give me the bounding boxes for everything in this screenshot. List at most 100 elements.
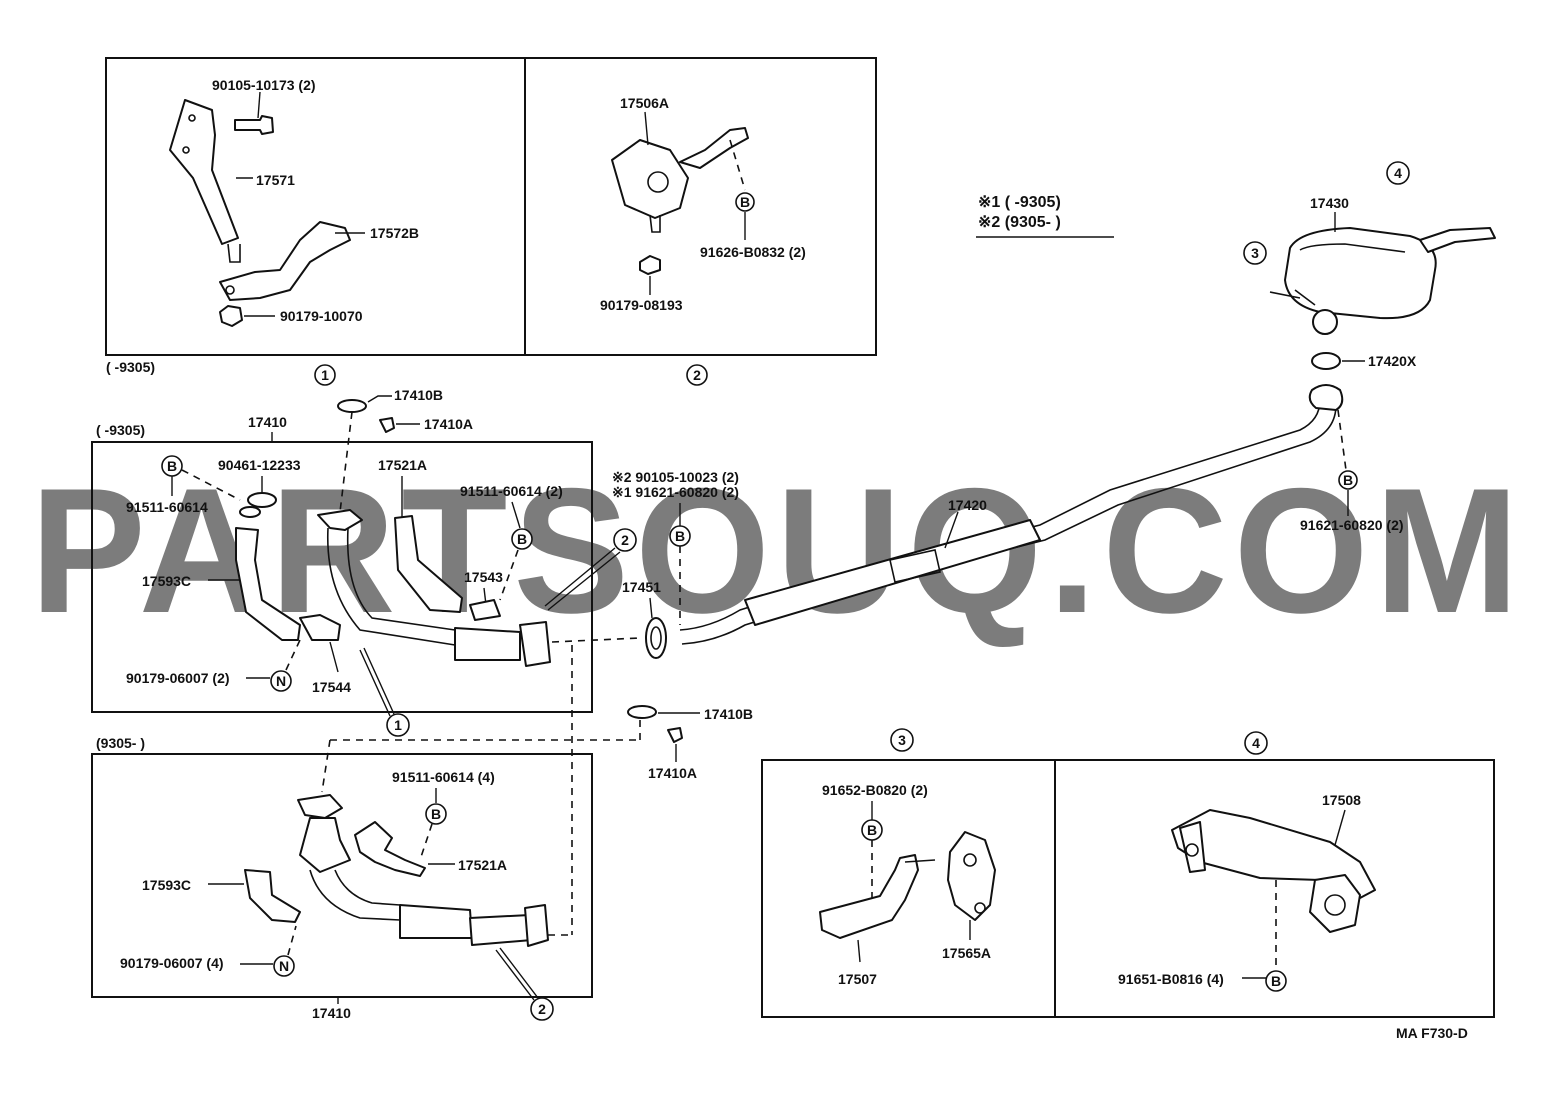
part-label-x1-91621-60820: ※1 91621-60820 (2): [612, 484, 739, 500]
panel-key-3: [890, 728, 914, 752]
legend-mark-1: ※1 ( -9305): [978, 194, 1061, 211]
panel-upper-pipe-box: [91, 441, 593, 713]
key-1-upper-text: 1: [394, 717, 402, 733]
part-label-17544: 17544: [312, 679, 351, 695]
gasket-17410B-upper: [337, 399, 367, 413]
key-4-muffler-text: 4: [1394, 165, 1402, 181]
grommet-90461-12233: [239, 492, 277, 518]
part-label-90179-06007-4: 90179-06007 (4): [120, 955, 224, 971]
part-label-17410-lower: 17410: [312, 1005, 351, 1021]
part-label-17506A: 17506A: [620, 95, 669, 111]
key-4-muffler: [1386, 161, 1410, 185]
callout-b-lower: [425, 803, 447, 825]
heat-insulator-17521A-lower: [354, 821, 426, 877]
key-2-upper: [613, 528, 637, 552]
callout-b-17506A: [735, 192, 755, 212]
callout-n-upper-text: N: [276, 673, 286, 689]
callout-b-upper-right-text: B: [517, 531, 527, 547]
lower-range-label: (9305- ): [96, 735, 145, 751]
gasket-17451: [645, 617, 667, 659]
panel-lower-pipe-box: [91, 753, 593, 998]
part-label-17571: 17571: [256, 172, 295, 188]
center-pipe-17420: [679, 384, 1344, 645]
hanger-17565A: [947, 831, 996, 921]
muffler-17430: [1269, 227, 1496, 335]
key-3-muffler: [1243, 241, 1267, 265]
part-label-17565A: 17565A: [942, 945, 991, 961]
panel-key-3-text: 3: [898, 732, 906, 748]
nut-90179-08193: [639, 255, 661, 275]
callout-n-lower: [273, 955, 295, 977]
part-label-17410B-upper: 17410B: [394, 387, 443, 403]
panel-key-2-text: 2: [693, 367, 701, 383]
bracket-17571: [169, 99, 241, 263]
callout-b-17508: [1265, 970, 1287, 992]
bracket-17507: [819, 854, 936, 939]
part-label-17420X: 17420X: [1368, 353, 1417, 369]
front-pipe-17410-upper: [317, 509, 551, 667]
part-label-17543: 17543: [464, 569, 503, 585]
front-pipe-17410-lower: [297, 794, 549, 947]
part-label-17521A-lower: 17521A: [458, 857, 507, 873]
key-2-upper-text: 2: [621, 532, 629, 548]
gasket-17410B-lower: [627, 705, 657, 719]
callout-b-text: B: [740, 194, 750, 210]
callout-b-pipe-text: B: [1343, 472, 1353, 488]
nut-17410A-lower: [667, 727, 683, 743]
legend-mark-2: ※2 (9305- ): [978, 214, 1061, 231]
key-2-lower-text: 2: [538, 1001, 546, 1017]
part-label-17593C-upper: 17593C: [142, 573, 191, 589]
part-label-17410A-lower: 17410A: [648, 765, 697, 781]
callout-b-center-text: B: [675, 528, 685, 544]
upper-range-label: ( -9305): [96, 422, 145, 438]
nut-90179-10070: [219, 305, 243, 327]
panel-key-4-text: 4: [1252, 735, 1260, 751]
callout-b-pipe: [1338, 470, 1358, 490]
panel-top-left-box: [105, 57, 877, 356]
heat-insulator-17521A-upper: [394, 515, 463, 613]
part-label-90179-06007-2: 90179-06007 (2): [126, 670, 230, 686]
callout-b-17508-text: B: [1271, 973, 1281, 989]
callout-b-lower-text: B: [431, 806, 441, 822]
callout-b-upper-left-text: B: [167, 458, 177, 474]
part-label-91511-60614-upper: 91511-60614: [126, 499, 208, 515]
part-label-90179-08193: 90179-08193: [600, 297, 683, 313]
part-label-17430: 17430: [1310, 195, 1349, 211]
part-label-91511-60614-4: 91511-60614 (4): [392, 769, 495, 785]
gasket-17420X: [1311, 352, 1341, 370]
panel-1-range: ( -9305): [106, 359, 155, 375]
panel-bottom-right-box: [761, 759, 1495, 1018]
part-label-17420: 17420: [948, 497, 987, 513]
part-label-91652-B0820: 91652-B0820 (2): [822, 782, 928, 798]
key-3-muffler-text: 3: [1251, 245, 1259, 261]
panel-key-1: [314, 364, 336, 386]
callout-n-upper: [270, 670, 292, 692]
callout-b-upper-right: [511, 528, 533, 550]
part-label-17572B: 17572B: [370, 225, 419, 241]
part-label-17410B-lower: 17410B: [704, 706, 753, 722]
part-label-17521A-upper: 17521A: [378, 457, 427, 473]
part-label-x2-90105-10023: ※2 90105-10023 (2): [612, 469, 739, 485]
part-label-17507: 17507: [838, 971, 877, 987]
part-label-91621-60820: 91621-60820 (2): [1300, 517, 1404, 533]
part-label-90461-12233: 90461-12233: [218, 457, 301, 473]
panel-key-2: [686, 364, 708, 386]
bracket-17593C-lower: [244, 869, 301, 923]
callout-b-17507-text: B: [867, 822, 877, 838]
bracket-17572B: [219, 221, 351, 301]
part-label-91626-B0832: 91626-B0832 (2): [700, 244, 806, 260]
part-label-90105-10173: 90105-10173 (2): [212, 77, 316, 93]
key-2-lower: [530, 997, 554, 1021]
panel-key-4: [1244, 731, 1268, 755]
part-label-17410-upper: 17410: [248, 414, 287, 430]
part-label-91651-B0816: 91651-B0816 (4): [1118, 971, 1224, 987]
bolt-90105-10173: [234, 115, 274, 135]
part-label-17593C-lower: 17593C: [142, 877, 191, 893]
part-label-17410A-upper: 17410A: [424, 416, 473, 432]
bracket-17544: [299, 614, 341, 641]
part-label-17451: 17451: [622, 579, 661, 595]
callout-n-lower-text: N: [279, 958, 289, 974]
bracket-17508: [1171, 809, 1376, 933]
nut-17410A-upper: [379, 417, 395, 433]
